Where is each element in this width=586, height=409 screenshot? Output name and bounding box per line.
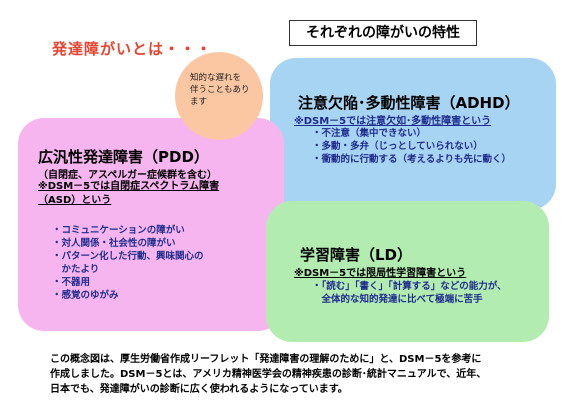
intellectual-overlap-circle <box>175 52 263 140</box>
ld-region <box>266 201 549 342</box>
page-title: 発達障がいとは・・・ <box>52 40 213 58</box>
ld-list: ・「読む」「書く」「計算する」などの能力が、 全体的な知的発達に比べて極端に苦手 <box>312 280 507 306</box>
ld-dsm-note: ※DSM－5では限局性学習障害という <box>294 268 467 279</box>
list-item: ・不注意（集中できない） <box>312 128 427 139</box>
list-item: ・コミュニケーションの障がい <box>52 225 185 236</box>
pdd-sub: （自閉症、アスペルガー症候群を含む） <box>38 170 217 181</box>
list-item: かたより <box>52 264 100 275</box>
adhd-region <box>270 58 556 210</box>
list-item: ・多動・多弁（じっとしていられない） <box>312 141 483 152</box>
list-item: ・対人関係・社会性の障がい <box>52 238 176 249</box>
ld-heading: 学習障害（LD） <box>300 246 413 264</box>
list-item: ・衝動的に行動する（考えるよりも先に動く） <box>312 154 512 165</box>
adhd-list: ・不注意（集中できない） ・多動・多弁（じっとしていられない） ・衝動的に行動す… <box>312 127 511 166</box>
list-item: ・感覚のゆがみ <box>52 290 119 301</box>
footer-note: この概念図は、厚生労働省作成リーフレット「発達障害の理解のために」と、DSM－5… <box>50 354 487 395</box>
header-box: それぞれの障がいの特性 <box>289 20 477 46</box>
list-item: ・不器用 <box>52 277 91 288</box>
list-item: 全体的な知的発達に比べて極端に苦手 <box>312 294 483 305</box>
list-item: ・「読む」「書く」「計算する」などの能力が、 <box>312 281 507 292</box>
overlap-note: 知的な遅れを 伴うこともあり ます <box>190 73 250 107</box>
list-item: ・パターン化した行動、興味関心の <box>52 251 204 262</box>
adhd-dsm-note: ※DSM－5では注意欠如･多動性障害という <box>294 116 492 127</box>
pdd-dsm-note: ※DSM－5では自閉症スペクトラム障害 （ASD）という <box>38 181 220 206</box>
pdd-heading: 広汎性発達障害（PDD） <box>38 148 209 166</box>
pdd-region <box>18 118 284 331</box>
adhd-heading: 注意欠陥･多動性障害（ADHD） <box>298 94 520 112</box>
pdd-list: ・コミュニケーションの障がい ・対人関係・社会性の障がい ・パターン化した行動、… <box>52 224 204 302</box>
